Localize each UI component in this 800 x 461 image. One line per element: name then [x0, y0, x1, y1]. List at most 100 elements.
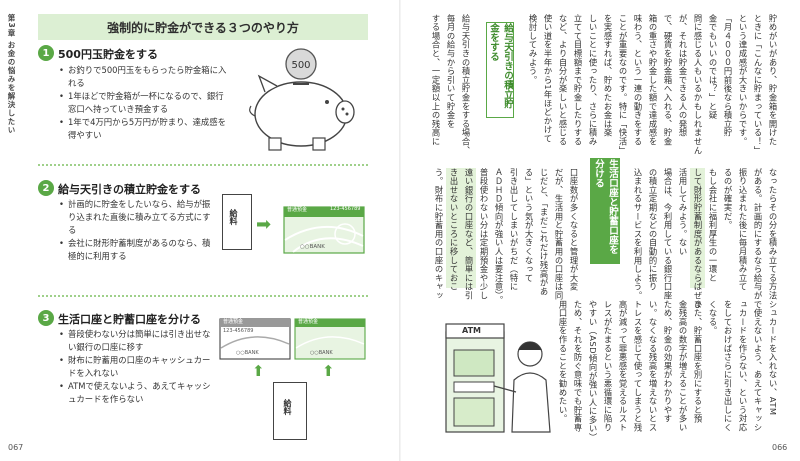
body-text-column: だが、生活用と貯蓄用の口座は同	[554, 168, 564, 300]
account-number: 123-456789	[223, 328, 254, 334]
card-label: 普通預金	[298, 319, 319, 325]
envelope-label: 給料	[229, 209, 238, 225]
body-text-column: ことが重要なのです。特に「快活」	[618, 14, 628, 155]
piggy-bank-illustration: 500	[249, 48, 355, 151]
bank-label: ○○BANK	[310, 350, 333, 356]
body-text-column: るのが確実だ。	[723, 168, 733, 230]
section-2-heading: 給与天引きの積立貯金をする	[58, 183, 201, 196]
subheading-box: 給与天引きの積立貯金をする	[486, 22, 514, 118]
body-text-column: ときに「こんなに貯まっている！」	[753, 14, 763, 155]
card-label: 普通預金	[287, 207, 308, 213]
body-text-column: 毎月の給与から引いて貯金を	[446, 14, 456, 129]
coin-label: 500	[291, 60, 310, 71]
section-2-number: 2	[38, 180, 54, 196]
body-text-column: 金でもいいのでは？」と疑	[708, 14, 718, 120]
salary-envelope-illustration: 給料	[222, 194, 252, 250]
list-item: 1年ほどで貯金箱が一杯になるので、銀行窓口へ持っていき預金する	[58, 90, 228, 116]
body-text-column: 用口座を作ることを勧めたい。	[558, 300, 568, 424]
body-text-column: で、硬貨を貯金箱へ入れる、貯金	[663, 14, 673, 146]
body-text-column: う。財布に貯蓄用の口座のキャッ	[434, 168, 444, 300]
body-text-column: 振り込まれた後に毎月積み立て	[738, 168, 748, 292]
envelope-label: 給料	[283, 399, 292, 415]
body-text-column: 問に感じる人もいるかもしれません	[693, 14, 703, 155]
body-text-column: を実感すれば、貯めたお金は楽	[603, 14, 613, 138]
section-3-heading: 生活口座と貯蓄口座を分ける	[58, 313, 201, 326]
body-text-column: 込まれるサービスを利用しよう。	[633, 168, 643, 300]
body-text-column: 味わう、という一連の動きをする	[633, 14, 643, 146]
book-gutter	[399, 0, 401, 461]
body-text-column: がある。計画的にするなら給与が	[753, 168, 763, 300]
body-text-column: をしておけばさらに引き出しにく	[723, 300, 733, 432]
page-number-right: 066	[772, 443, 788, 452]
body-text-column: る」という気が大きくなって	[524, 168, 534, 283]
list-item: 計画的に貯金をしたいなら、給与が振り込まれた直後に積み立てる方式にする	[58, 198, 218, 237]
body-text-column: また、貯蓄口座を別にすると預	[693, 300, 703, 424]
arrow-up-icon: ⬆	[322, 362, 335, 380]
atm-illustration	[445, 323, 551, 433]
body-text-column: 遠い銀行の口座など、簡単には引	[461, 168, 476, 300]
body-text-column: ため、貯金の効果がわかりやす	[663, 300, 673, 424]
body-text-column: で使えないよう、あえてキャッシ	[753, 300, 763, 432]
body-text-column: 普段使わない分は定期預金や少し	[479, 168, 489, 300]
page-number-left: 067	[8, 443, 24, 452]
bank-label: ○○BANK	[300, 244, 325, 250]
body-text-column: やすい（ASD傾向が強い人に多い）	[588, 300, 598, 443]
body-text-column: 箱の重さや貯金した額で達成感を	[648, 14, 658, 146]
section-2-bullets: 計画的に貯金をしたいなら、給与が振り込まれた直後に積み立てる方式にする 会社に財…	[58, 198, 218, 263]
bankbook-illustration	[294, 318, 366, 360]
body-text-column: ＡＤＨＤ傾向が強い人は要注意）。	[494, 168, 504, 305]
body-text-column: もし会社に福利厚生の一環と	[708, 168, 718, 283]
section-1-number: 1	[38, 45, 54, 61]
salary-envelope-illustration: 給料	[273, 382, 307, 440]
card-label: 普通預金	[223, 319, 244, 325]
account-number: 123-456789	[330, 206, 361, 212]
body-text-column: 場合は、今利用している銀行口座	[663, 168, 673, 300]
chapter-tab: 第3章 お金の悩みを解決したい	[7, 14, 16, 135]
body-text-column: くなる。	[708, 300, 718, 336]
body-text-column: い。なくなる残高を増えないとス	[648, 300, 658, 432]
page-title: 強制的に貯金ができる３つのやり方	[38, 14, 368, 40]
body-text-column: という達成感が大きいからです。	[738, 14, 748, 146]
divider	[38, 164, 368, 166]
body-text-column: 高が減って罪悪感を覚えるルスト	[618, 300, 628, 432]
body-text-column: 活用してみよう。ない	[678, 168, 688, 256]
body-text-column: レスがたまるという悪循環に陥り	[603, 300, 613, 432]
body-text-column: トレスを感じて使ってしまうと残	[633, 300, 643, 432]
body-text-column: じだと、「まだこれだけ残高があ	[539, 168, 549, 296]
body-text-column: 貯めがいがあり、貯金箱を開けた	[768, 14, 778, 146]
section-3-bullets: 普段使わない分は簡単には引き出せない銀行の口座に移す 財布に貯蓄用の口座のキャッ…	[58, 328, 218, 406]
body-text-column: など、より自分が楽しいと感じる	[558, 14, 568, 146]
list-item: 1年で4万円から5万円が貯まり、達成感を得やすい	[58, 116, 228, 142]
body-text-column: き出せないところに移しておこ	[446, 168, 461, 291]
body-text-column: 使い道を半年から1年ほどかけて	[543, 14, 553, 143]
body-text-column: する場合と、一定額以上の残高に	[431, 14, 441, 146]
body-text-column: しいことに使ったり、さらに積み	[588, 14, 598, 146]
body-text-column: 引き出してしまいがちだ（特に	[509, 168, 519, 292]
list-item: ATMで使えないよう、あえてキャッシュカードを作らない	[58, 380, 218, 406]
body-text-column: 「月４０００円前後なら積立貯	[723, 14, 733, 138]
list-item: 普段使わない分は簡単には引き出せない銀行の口座に移す	[58, 328, 218, 354]
body-text-column: 給与天引きの積立貯金をする場合、	[461, 14, 471, 155]
atm-label: ATM	[462, 326, 481, 335]
arrow-up-icon: ⬆	[252, 362, 265, 380]
body-text-column: 口座数が多くなると管理が大変	[569, 168, 579, 292]
body-text-column: 検討してみよう。	[528, 14, 538, 85]
bankbook-illustration	[219, 318, 291, 360]
list-item: 財布に貯蓄用の口座のキャッシュカードを入れない	[58, 354, 218, 380]
section-3-number: 3	[38, 310, 54, 326]
subheading-box: 生活口座と貯蓄口座を分ける	[590, 158, 620, 264]
bank-label: ○○BANK	[236, 350, 259, 356]
body-text-column: ュカードを作らない、という対応	[738, 300, 748, 432]
section-1-heading: 500円玉貯金をする	[58, 48, 158, 61]
divider	[38, 295, 368, 297]
section-1-bullets: お釣りで500円玉をもらったら貯金箱に入れる 1年ほどで貯金箱が一杯になるので、…	[58, 64, 228, 142]
body-text-column: ため、それを防ぐ意味でも貯蓄専	[573, 300, 583, 432]
list-item: お釣りで500円玉をもらったら貯金箱に入れる	[58, 64, 228, 90]
body-text-column: して財形貯蓄制度があるならばぜひ	[690, 168, 705, 309]
body-text-column: が、それは貯金できる人の発想	[678, 14, 688, 138]
body-text-column: 立てて目標額まで貯金したりする	[573, 14, 583, 146]
bankbook-illustration	[283, 206, 365, 254]
body-text-column: なったらその分を積み立てる方法	[768, 168, 778, 300]
arrow-right-icon: ➡	[256, 214, 272, 235]
